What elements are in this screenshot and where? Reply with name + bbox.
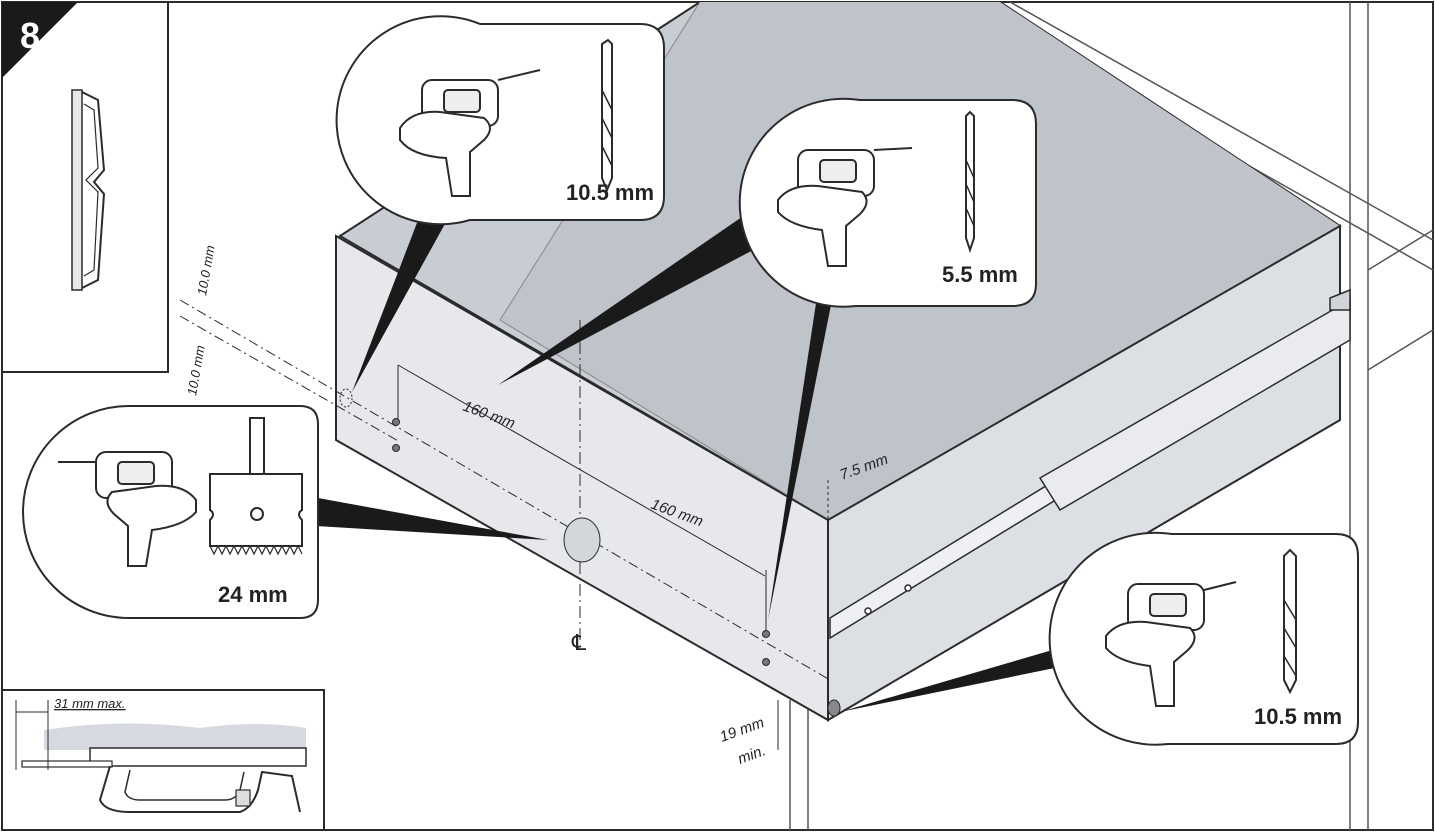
inset-max-label: 31 mm max. [54, 696, 126, 711]
callout-holesaw: 24 mm [22, 404, 319, 619]
callout-drill-right-label: 5.5 mm [942, 262, 1018, 287]
drill-icon-3 [58, 451, 197, 567]
dim-bottom-offset: 10.0 mm [184, 344, 208, 397]
callout-holesaw-label: 24 mm [218, 582, 288, 607]
callout-drill-bottom-label: 10.5 mm [1254, 704, 1342, 729]
callout-drill-top-label: 10.5 mm [566, 180, 654, 205]
drill-icon-4 [1105, 581, 1237, 707]
dim-top-offset: 10.0 mm [194, 244, 218, 297]
drill-bit-icon [601, 38, 613, 193]
step-number-text: 8 [20, 15, 40, 56]
drill-icon [399, 69, 541, 197]
drill-bit-icon-2 [965, 110, 975, 254]
hole-saw-icon [209, 417, 303, 556]
inset-handle: 31 mm max. [1, 689, 325, 831]
runner-rail [829, 288, 1351, 640]
drill-icon-2 [777, 147, 913, 267]
drill-holes [339, 388, 841, 717]
drill-bit-icon-4 [1283, 548, 1297, 695]
inset-bracket [1, 1, 169, 373]
dim-min-height-1: 19 mm [718, 714, 767, 746]
centerline-mark: ℄ [571, 630, 587, 655]
callout-drill-top: 10.5 mm [335, 15, 665, 226]
dim-min-height-2: min. [736, 742, 768, 768]
callout-pointers [316, 210, 1084, 712]
callout-drill-bottom: 10.5 mm [1048, 531, 1359, 746]
callout-drill-right: 5.5 mm [738, 97, 1037, 308]
dimension-lines [179, 299, 831, 750]
